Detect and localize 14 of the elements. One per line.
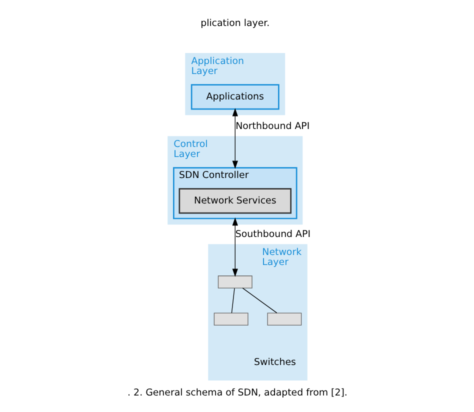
connector bbox=[242, 288, 277, 314]
node-box bbox=[217, 276, 252, 288]
label: plication layer. bbox=[200, 18, 270, 29]
caption: . 2. General schema of SDN, adapted from [2]. bbox=[127, 388, 347, 399]
label: Switches bbox=[254, 356, 296, 368]
node-box: Applications bbox=[190, 84, 279, 110]
node-box: Network Services bbox=[178, 188, 292, 214]
connector bbox=[230, 288, 234, 314]
edge-label: Southbound API bbox=[234, 228, 310, 240]
node-box bbox=[266, 312, 302, 326]
arrow bbox=[232, 217, 238, 277]
edge-label: Northbound API bbox=[235, 120, 310, 132]
node-box bbox=[213, 312, 248, 326]
arrow bbox=[232, 108, 238, 169]
